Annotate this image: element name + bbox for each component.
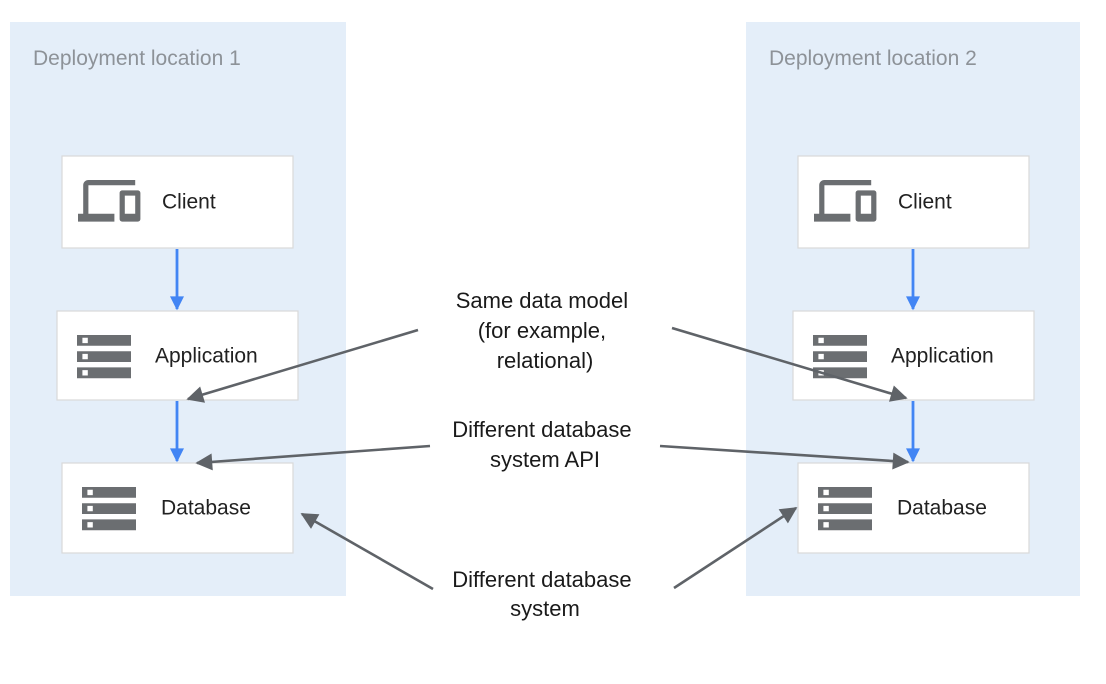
annotation-arrow-system-api-right (659, 444, 910, 470)
client-node-1: Client (61, 155, 294, 249)
annotation-arrow-system-left (300, 512, 434, 591)
annotation-different-database-system: Different database system (452, 567, 638, 621)
storage-icon (82, 487, 136, 531)
client-node-2: Client (797, 155, 1030, 249)
database-node-2: Database (797, 462, 1030, 554)
panel-title-1: Deployment location 1 (33, 47, 241, 70)
application-node-1: Application (56, 310, 299, 401)
client-box-1 (61, 155, 294, 249)
annotation-arrow-system-api-left (195, 444, 431, 471)
deployment-panel-2: Deployment location 2 Client Application… (746, 22, 1080, 596)
devices-icon (814, 180, 877, 222)
annotation-arrow-system-right (673, 506, 798, 590)
client-box-2 (797, 155, 1030, 249)
storage-icon (813, 335, 867, 379)
application-label-2: Application (891, 345, 994, 368)
storage-icon (818, 487, 872, 531)
annotations: Same data model (for example, relational… (186, 288, 910, 621)
panel-title-2: Deployment location 2 (769, 47, 977, 70)
annotation-different-database-system-api: Different database system API (452, 417, 638, 472)
client-label-2: Client (898, 191, 952, 214)
application-node-2: Application (792, 310, 1035, 401)
application-box-1 (56, 310, 299, 401)
application-label-1: Application (155, 345, 258, 368)
annotation-same-data-model: Same data model (for example, relational… (456, 288, 635, 373)
database-node-1: Database (61, 462, 294, 554)
annotation-arrow-same-data-model-right (671, 326, 908, 402)
storage-icon (77, 335, 131, 379)
annotation-arrow-same-data-model-left (186, 328, 419, 403)
database-label-2: Database (897, 497, 987, 520)
deployment-panel-1: Deployment location 1 Client Application… (10, 22, 346, 596)
devices-icon (78, 180, 141, 222)
client-label-1: Client (162, 191, 216, 214)
database-label-1: Database (161, 497, 251, 520)
